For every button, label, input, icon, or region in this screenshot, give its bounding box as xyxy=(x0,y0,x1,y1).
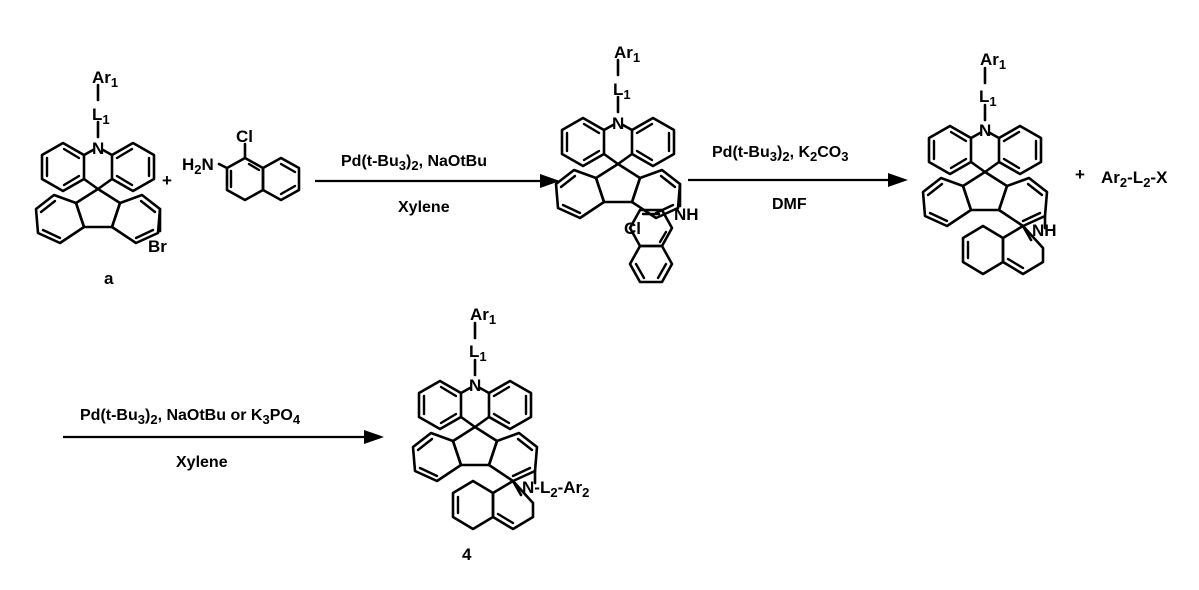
halide-reagent-label: Ar2-L2-X xyxy=(1101,168,1168,190)
compound-a-n-atom: N xyxy=(92,139,104,158)
intermediate-1-nh-label: NH xyxy=(674,205,699,224)
intermediate-2-ar1-label: Ar1 xyxy=(980,50,1006,72)
intermediate-1-l1-label: L1 xyxy=(613,80,631,102)
plus-sign-2: + xyxy=(1075,165,1085,184)
step1-conditions-bottom: Xylene xyxy=(398,199,450,216)
amine-reagent xyxy=(219,144,299,200)
step1-conditions-top: Pd(t-Bu3)2, NaOtBu xyxy=(341,153,487,173)
plus-sign-1: + xyxy=(162,171,172,190)
product-4-n-substituent-label: N-L2-Ar2 xyxy=(522,478,589,500)
compound-a-id: a xyxy=(104,269,114,288)
compound-a-ar1-label: Ar1 xyxy=(92,68,118,90)
product-4-ar1-label: Ar1 xyxy=(470,305,496,327)
intermediate-2-l1-label: L1 xyxy=(979,87,997,109)
amine-h2n-label: H2N xyxy=(182,155,214,177)
product-4-n-atom: N xyxy=(469,376,481,395)
intermediate-2-n-atom: N xyxy=(979,121,991,140)
step3-conditions-bottom: Xylene xyxy=(176,454,228,471)
amine-cl-atom: Cl xyxy=(236,127,253,146)
compound-a-l1-label: L1 xyxy=(92,105,110,127)
step2-conditions-bottom: DMF xyxy=(772,196,807,213)
product-4-id: 4 xyxy=(462,545,472,564)
product-4-l1-label: L1 xyxy=(469,342,487,364)
step3-conditions-top: Pd(t-Bu3)2, NaOtBu or K3PO4 xyxy=(80,407,301,427)
intermediate-1-ar1-label: Ar1 xyxy=(614,43,640,65)
intermediate-1-cl-atom: Cl xyxy=(624,219,641,238)
step2-conditions-top: Pd(t-Bu3)2, K2CO3 xyxy=(712,144,848,164)
intermediate-1-n-atom: N xyxy=(612,114,624,133)
compound-a-br-atom: Br xyxy=(148,237,167,256)
intermediate-2-nh-label: NH xyxy=(1032,221,1057,240)
